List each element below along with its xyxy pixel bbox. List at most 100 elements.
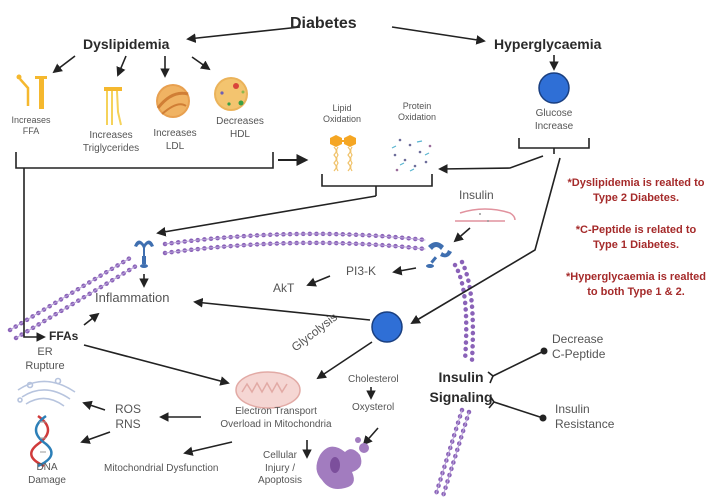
label-line: HDL: [229, 128, 250, 140]
label-line: Oxidation: [322, 114, 362, 125]
arrow-to-receptor-left: [156, 195, 377, 237]
note-line: Type 1 Diabetes.: [593, 238, 679, 251]
receptor-icon-left: [134, 240, 154, 268]
note-hyperglycaemia: *Hyperglycaemia is realted to both Type …: [552, 270, 720, 300]
node-inflammation: Inflammation: [95, 290, 170, 305]
label-line: Signaling: [429, 389, 493, 406]
node-dna-damage: DNA Damage: [20, 462, 74, 487]
label-line: Cellular: [263, 450, 297, 461]
label-line: Glucose: [535, 108, 573, 119]
label-line: Increase: [534, 120, 574, 132]
triglyceride-icon: [104, 87, 122, 126]
arrow-to-ffas: [23, 168, 46, 342]
arrow-ros-to-dna: [80, 431, 111, 444]
label-line: Apoptosis: [258, 475, 302, 486]
label-line: Insulin: [438, 369, 484, 385]
label-line: Insulin: [555, 402, 590, 416]
protein-oxidation-icon: [391, 138, 432, 172]
dna-icon: [30, 414, 53, 468]
note-c-peptide: *C-Peptide is related to Type 1 Diabetes…: [552, 223, 720, 253]
arrow-diabetes-to-hyperglycaemia: [391, 26, 486, 45]
label-line: ER: [37, 346, 53, 358]
arrow-to-hdl: [191, 56, 211, 71]
note-line: *Dyslipidemia is realted to: [567, 177, 705, 189]
label-line: Overload in Mitochondria: [220, 418, 332, 430]
arrow-glucose-to-oxidation: [438, 155, 544, 174]
label-line: Resistance: [555, 417, 615, 431]
label-line: RNS: [115, 417, 141, 431]
node-hyperglycaemia: Hyperglycaemia: [494, 36, 602, 52]
label-line: Decrease: [552, 332, 604, 346]
endpoint-dot: [540, 347, 548, 355]
label-line: FFA: [22, 126, 40, 137]
arrow-glycolysis: [316, 341, 373, 380]
label-line: Triglycerides: [82, 142, 140, 154]
ldl-icon: [156, 84, 190, 118]
note-line: Type 2 Diabetes.: [593, 191, 679, 204]
node-ros-rns: ROS RNS: [108, 402, 148, 432]
node-electron-transport: Electron Transport Overload in Mitochond…: [206, 406, 346, 431]
node-mitochondrial-dysfunction: Mitochondrial Dysfunction: [104, 463, 219, 474]
label-line: C-Peptide: [552, 347, 606, 361]
node-pi3k: PI3-K: [346, 264, 377, 278]
label-line: Increases: [153, 128, 197, 139]
arrow-to-triglycerides: [116, 55, 127, 77]
mitochondria-icon: [235, 371, 301, 409]
node-decrease-c-peptide: Decrease C-Peptide: [552, 332, 605, 362]
node-decreases-hdl: Decreases HDL: [212, 116, 268, 141]
arrow-glucose-to-inflammation: [193, 298, 371, 321]
arrow-ros-to-er: [82, 400, 106, 411]
apoptotic-cell-icon: [316, 437, 369, 489]
arrow-to-ffa: [52, 55, 76, 74]
node-increases-ffa: Increases FFA: [6, 115, 56, 138]
node-cellular-injury: Cellular Injury / Apoptosis: [254, 450, 306, 488]
arrow-receptor-to-pi3k: [392, 265, 417, 276]
node-oxysterol: Oxysterol: [352, 402, 395, 413]
arrow-ffas-to-inflammation: [83, 312, 100, 326]
label-line: Increases: [89, 130, 133, 141]
node-glucose-increase: Glucose Increase: [524, 108, 584, 133]
label-line: ROS: [114, 402, 141, 416]
label-line: Electron Transport: [235, 406, 317, 417]
arrow-mito-to-dysfunction: [183, 441, 233, 456]
lipid-oxidation-icon: [330, 135, 356, 172]
node-dyslipidemia: Dyslipidemia: [83, 36, 170, 52]
hdl-icon: [214, 77, 248, 111]
ffa-icon: [16, 74, 47, 109]
node-er-rupture: ER Rupture: [20, 346, 70, 374]
glucose-icon: [538, 72, 570, 104]
node-increases-triglycerides: Increases Triglycerides: [78, 130, 144, 155]
label-line: Decreases: [216, 116, 264, 127]
arrow-ffas-to-mitochondria: [83, 344, 230, 386]
node-cholesterol: Cholesterol: [348, 374, 399, 385]
label-line: Protein: [402, 101, 432, 111]
note-line: *C-Peptide is related to: [575, 224, 697, 236]
arrow-pi3k-to-akt: [306, 275, 331, 287]
node-ffas: FFAs: [49, 329, 79, 343]
note-line: *Hyperglycaemia is realted: [565, 271, 707, 283]
receptor-icon-right: [426, 242, 452, 268]
note-line: to both Type 1 & 2.: [587, 285, 685, 298]
label-line: Oxidation: [397, 112, 437, 123]
node-insulin-resistance: Insulin Resistance: [555, 402, 614, 432]
arrow-insulin-to-receptor: [453, 227, 471, 243]
label-line: Injury /: [264, 462, 295, 474]
insulin-molecule-icon: [455, 208, 516, 222]
node-lipid-oxidation: Lipid Oxidation: [318, 103, 366, 126]
node-increases-ldl: Increases LDL: [150, 128, 200, 153]
label-line: Rupture: [25, 359, 65, 372]
node-protein-oxidation: Protein Oxidation: [390, 101, 444, 124]
cell-membrane: [7, 231, 476, 499]
node-insulin-signaling: Insulin Signaling: [428, 367, 494, 408]
arrow-diabetes-to-dyslipidemia: [186, 26, 301, 43]
endpoint-dot: [539, 414, 547, 422]
link-insulin-resistance: [493, 401, 544, 419]
glucose-bracket: [518, 138, 590, 149]
label-line: Damage: [28, 474, 66, 486]
er-icon: [17, 377, 76, 407]
glucose-molecule-icon: [371, 311, 403, 343]
arrow-glucose-to-cell: [410, 157, 561, 324]
label-line: Increases: [11, 115, 51, 125]
